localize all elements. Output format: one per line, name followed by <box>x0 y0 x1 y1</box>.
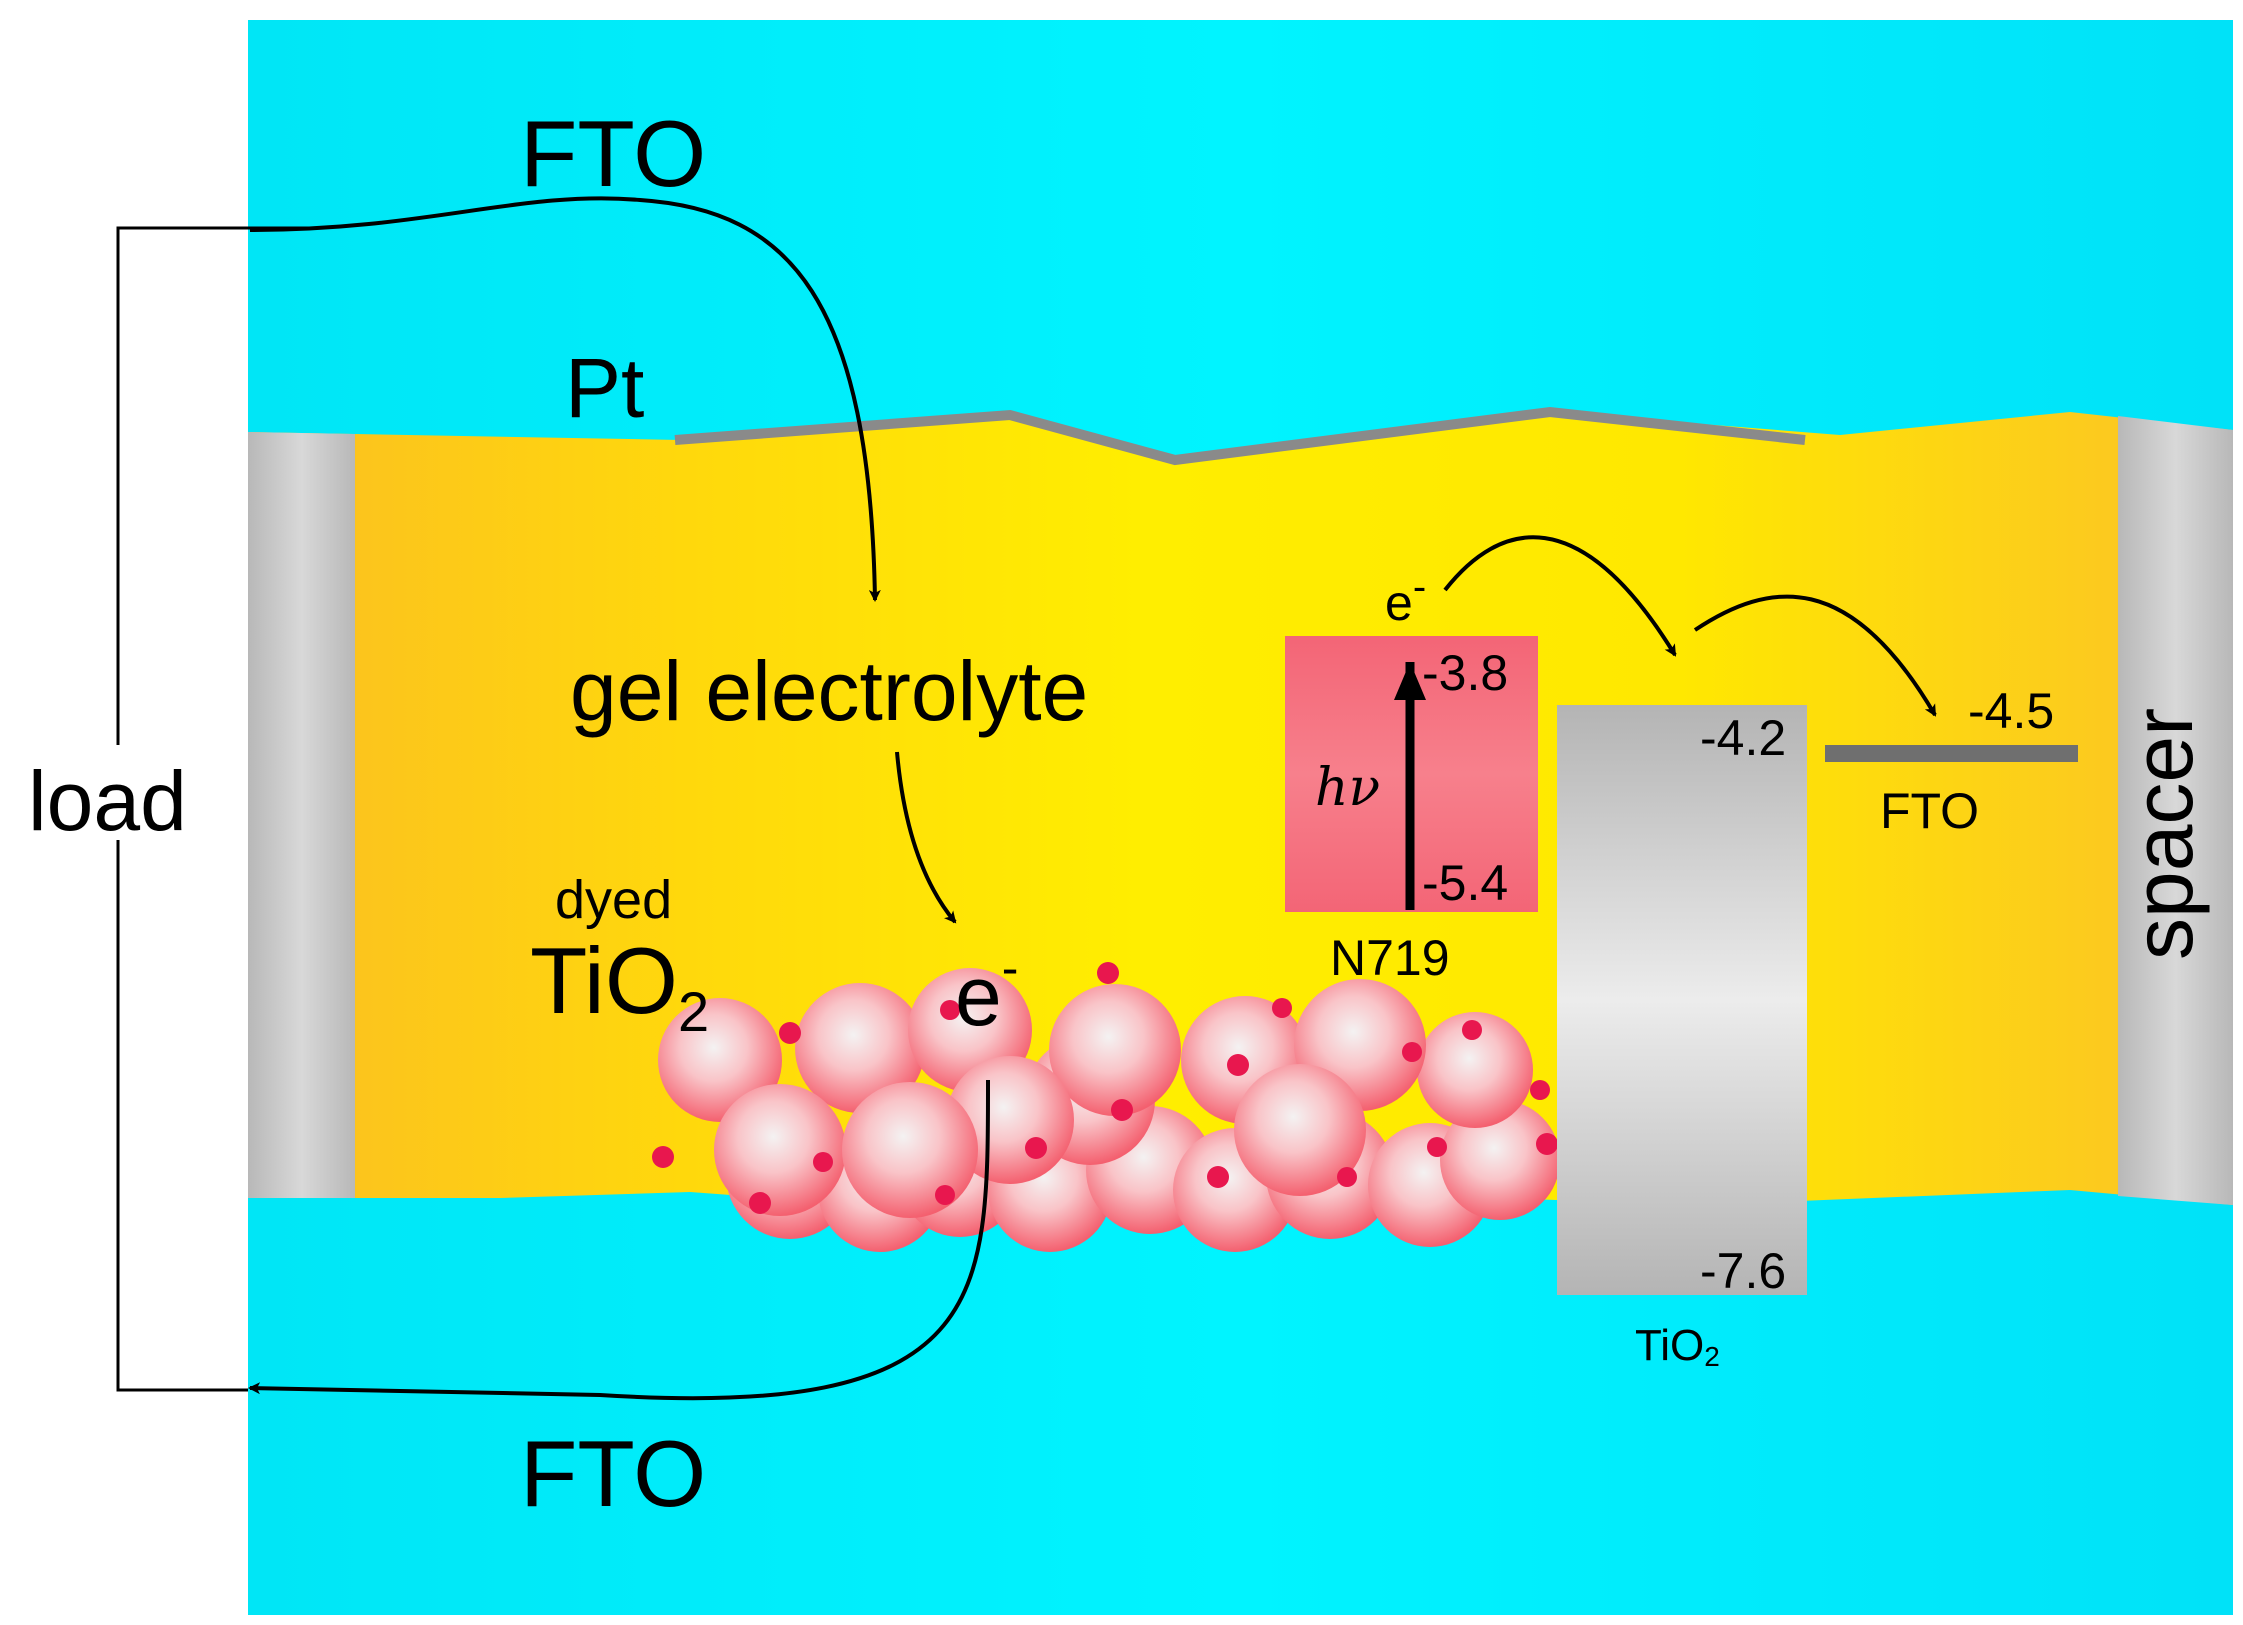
tio2-cb-value: -4.2 <box>1700 710 1786 766</box>
electron-main-label: e- <box>955 940 1018 1043</box>
spacer-label: spacer <box>2116 708 2210 960</box>
fto-level-label: FTO <box>1880 783 1979 839</box>
fto-top-label: FTO <box>520 101 706 206</box>
load-label: load <box>28 754 187 848</box>
pt-layer <box>674 406 1806 466</box>
flow-arrow-electrolyte-to-dye <box>895 751 957 924</box>
tio2-vb-value: -7.6 <box>1700 1243 1786 1299</box>
tio2-particles <box>658 968 1560 1252</box>
flow-arrow-tio2-to-fto <box>248 1079 991 1401</box>
flow-arrow-dye-to-tio2 <box>1443 535 1677 657</box>
dye-molecules <box>652 962 1558 1214</box>
flow-arrow-fto-to-electrolyte <box>249 196 881 602</box>
dye-electron-label: e- <box>1385 565 1426 631</box>
dyed-label: dyed <box>555 870 672 930</box>
fto-level-value: -4.5 <box>1968 683 2054 739</box>
gel-electrolyte-label: gel electrolyte <box>570 644 1088 738</box>
n719-homo-value: -5.4 <box>1422 855 1508 911</box>
spacer-left <box>248 432 355 1198</box>
tio2-energy-label: TiO2 <box>1635 1321 1720 1372</box>
spacer-right <box>2118 416 2233 1205</box>
n719-lumo-value: -3.8 <box>1422 645 1508 701</box>
pt-label: Pt <box>565 341 644 435</box>
flow-arrow-tio2-to-fto-level <box>1693 594 1937 717</box>
n719-label: N719 <box>1330 930 1450 986</box>
fto-energy-level <box>1825 745 2078 762</box>
tio2-energy-box <box>1557 705 1807 1295</box>
load-label-background <box>26 745 216 840</box>
photon-label: hν <box>1315 758 1380 818</box>
fto-bottom-label: FTO <box>520 1421 706 1526</box>
tio2-main-label: TiO2 <box>530 928 709 1043</box>
